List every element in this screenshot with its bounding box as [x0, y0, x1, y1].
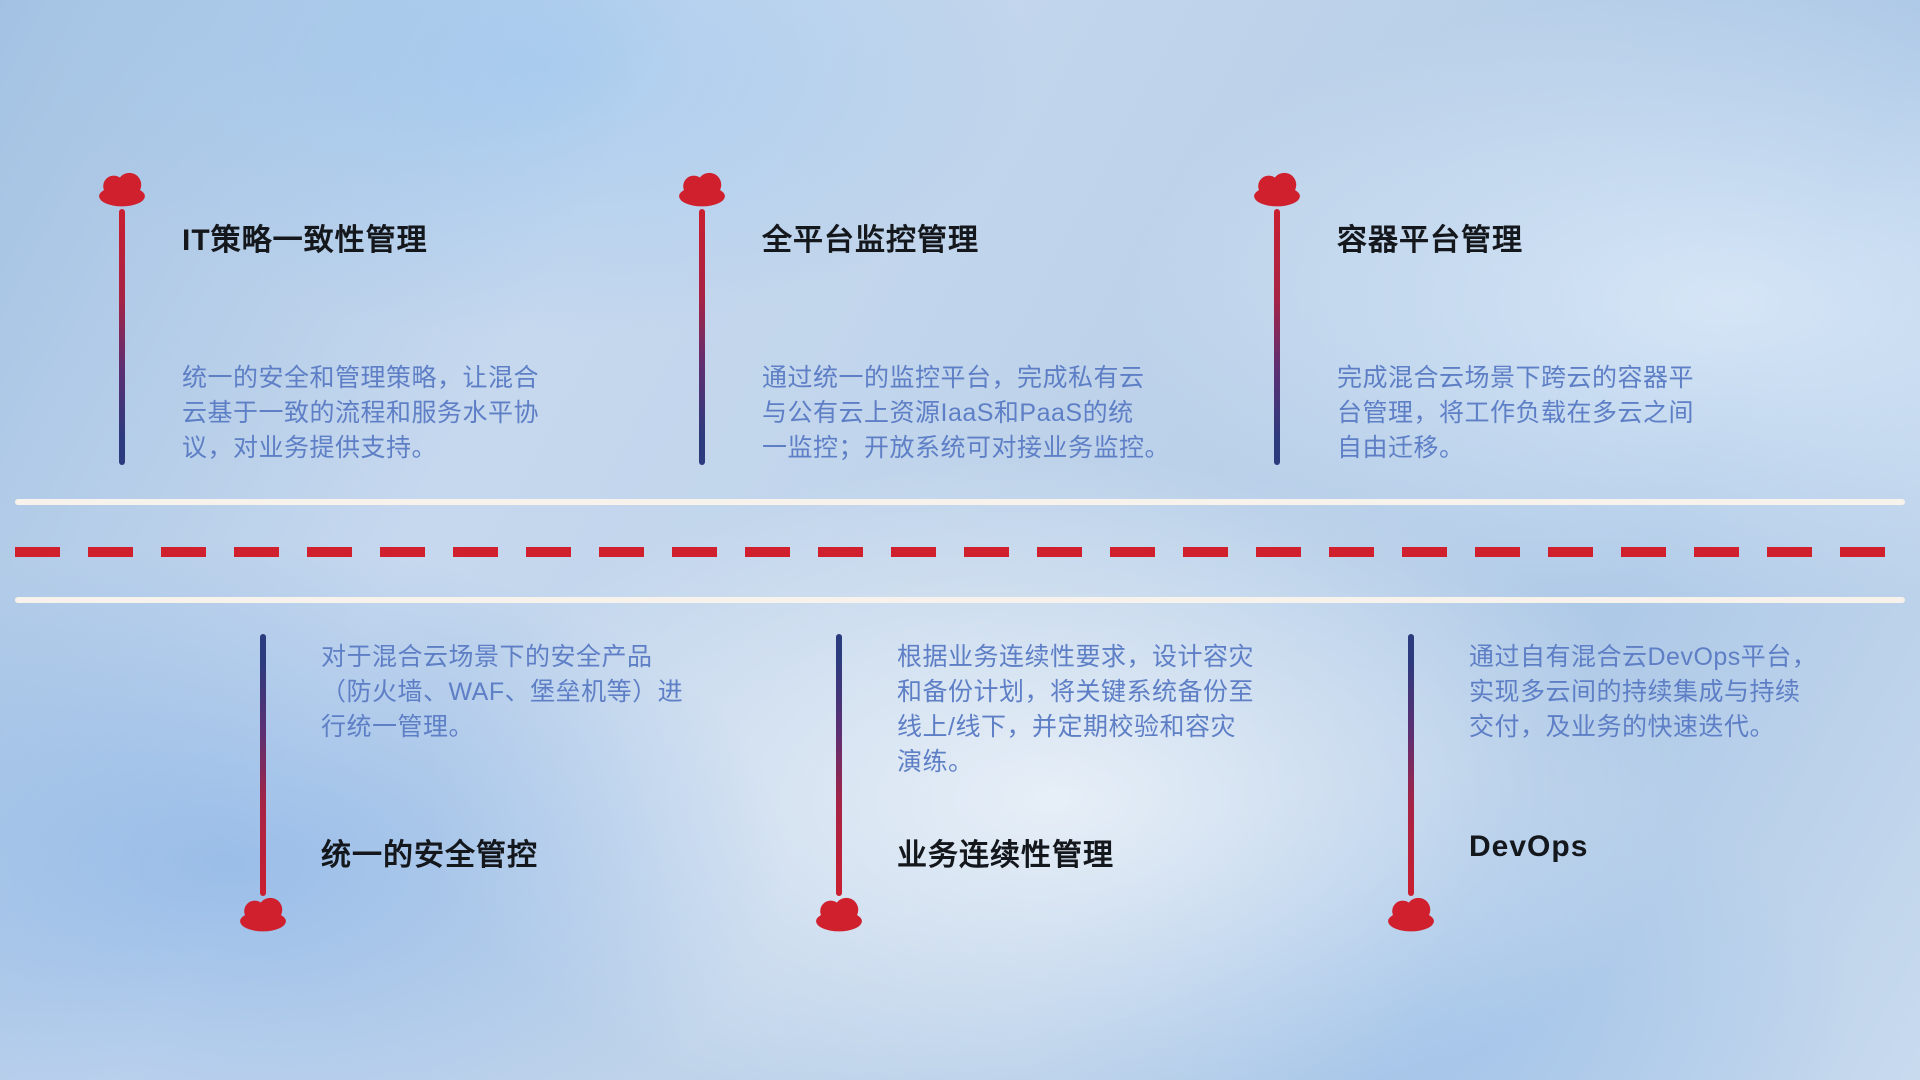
road-line-top [15, 499, 1905, 505]
node-description: 通过自有混合云DevOps平台， 实现多云间的持续集成与持续 交付，及业务的快速… [1469, 643, 1818, 741]
connector-line [836, 634, 842, 896]
node-title: 业务连续性管理 [897, 839, 1114, 872]
node-title: DevOps [1469, 830, 1589, 863]
connector-line [1408, 634, 1414, 896]
node-description: 通过统一的监控平台，完成私有云 与公有云上资源IaaS和PaaS的统 一监控；开… [762, 364, 1171, 462]
node-description: 对于混合云场景下的安全产品 （防火墙、WAF、堡垒机等）进 行统一管理。 [321, 643, 684, 741]
connector-line [119, 209, 125, 465]
node-title: 统一的安全管控 [321, 839, 538, 872]
node-description: 完成混合云场景下跨云的容器平 台管理，将工作负载在多云之间 自由迁移。 [1337, 364, 1695, 462]
node-title: 全平台监控管理 [762, 224, 979, 257]
cloud-icon [95, 169, 150, 207]
cloud-icon [1250, 169, 1305, 207]
road-dashed-centerline [15, 547, 1905, 557]
cloud-icon [812, 894, 867, 932]
connector-line [260, 634, 266, 896]
node-description: 根据业务连续性要求，设计容灾 和备份计划，将关键系统备份至 线上/线下，并定期校… [897, 643, 1255, 776]
node-title: 容器平台管理 [1337, 224, 1523, 257]
cloud-icon [675, 169, 730, 207]
cloud-icon [1384, 894, 1439, 932]
road-line-bottom [15, 597, 1905, 603]
node-title: IT策略一致性管理 [182, 224, 428, 257]
node-description: 统一的安全和管理策略，让混合 云基于一致的流程和服务水平协 议，对业务提供支持。 [182, 364, 540, 462]
connector-line [699, 209, 705, 465]
cloud-icon [236, 894, 291, 932]
connector-line [1274, 209, 1280, 465]
